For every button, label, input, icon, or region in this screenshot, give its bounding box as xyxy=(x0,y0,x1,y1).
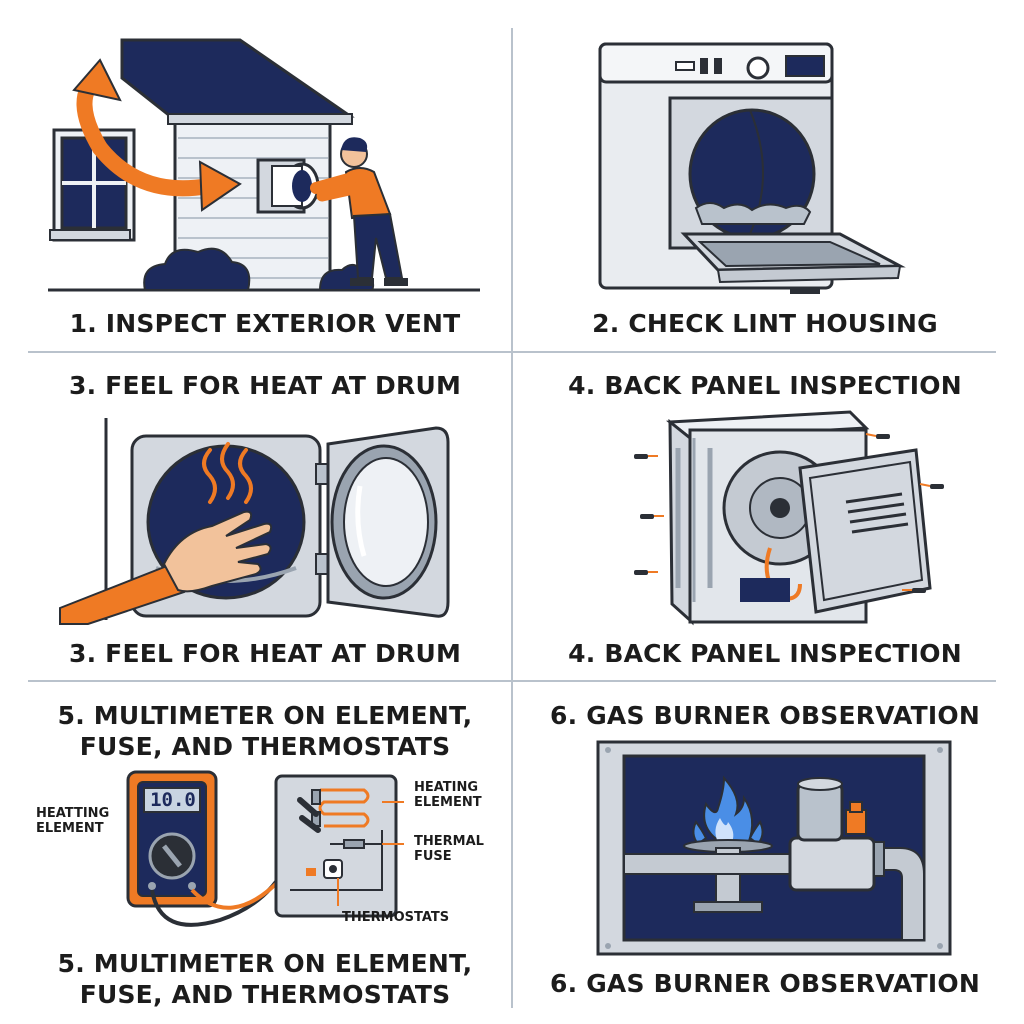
label-thermostats: THERMOSTATS xyxy=(342,910,450,925)
panel3-bottom-caption: 3. FEEL FOR HEAT AT DRUM xyxy=(68,639,462,668)
panel4-bottom-caption: 4. BACK PANEL INSPECTION xyxy=(568,639,962,668)
gas-burner-icon xyxy=(596,740,952,956)
panel5-top-caption: 5. MULTIMETER ON ELEMENT, FUSE, AND THER… xyxy=(57,701,473,761)
label-heating-element: HEATING ELEMENT xyxy=(414,780,482,810)
back-panel-icon xyxy=(634,410,944,626)
panel3-top-caption: 3. FEEL FOR HEAT AT DRUM xyxy=(68,371,462,400)
multimeter-display: 10.0 xyxy=(150,789,196,811)
panel1-bottom-caption: 1. INSPECT EXTERIOR VENT xyxy=(69,309,461,338)
horizontal-divider-top xyxy=(28,351,996,353)
horizontal-divider-bottom xyxy=(28,680,996,682)
label-heatting-element: HEATTING ELEMENT xyxy=(36,806,110,836)
vertical-divider xyxy=(511,28,513,1008)
dryer-lint-icon xyxy=(598,42,906,294)
panel4-top-caption: 4. BACK PANEL INSPECTION xyxy=(568,371,962,400)
house-vent-icon xyxy=(48,38,480,292)
hand-drum-icon xyxy=(59,418,450,625)
panel2-bottom-caption: 2. CHECK LINT HOUSING xyxy=(592,309,938,338)
panel6-bottom-caption: 6. GAS BURNER OBSERVATION xyxy=(550,969,980,998)
label-thermal-fuse: THERMAL FUSE xyxy=(414,834,484,864)
panel5-bottom-caption: 5. MULTIMETER ON ELEMENT, FUSE, AND THER… xyxy=(57,949,473,1009)
multimeter-icon xyxy=(126,770,404,927)
panel6-top-caption: 6. GAS BURNER OBSERVATION xyxy=(550,701,980,730)
